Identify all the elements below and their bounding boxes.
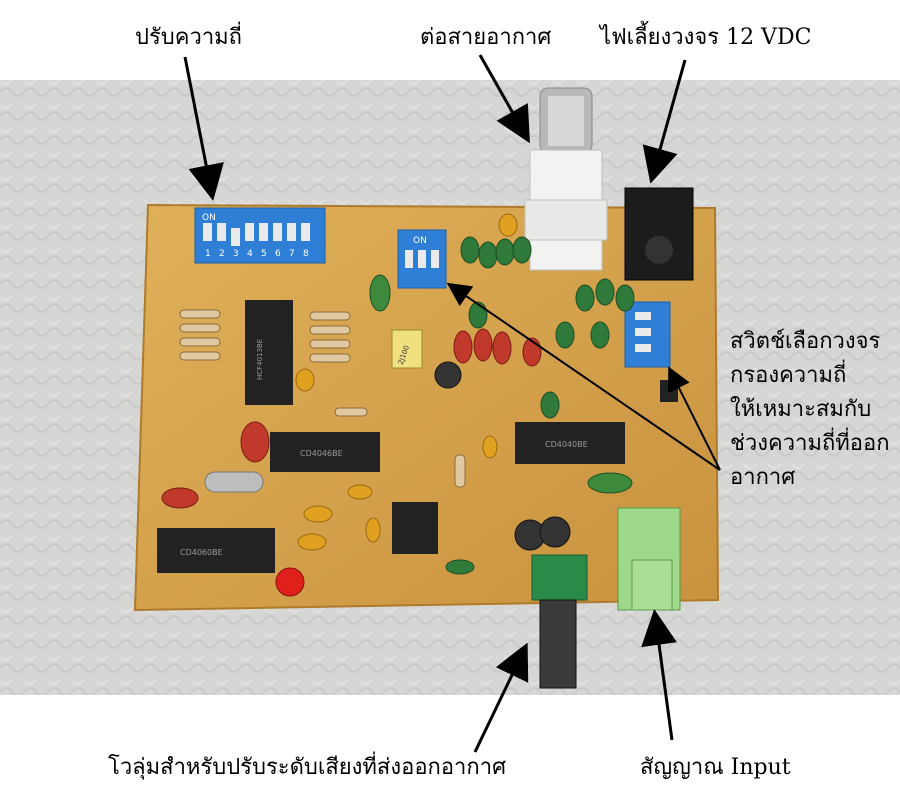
dip-switch-3-top: ON xyxy=(397,229,447,289)
label-antenna-connect: ต่อสายอากาศ xyxy=(420,25,552,50)
label-filter-switch-line-4: ช่วงความถี่ที่ออก xyxy=(730,431,890,456)
crystal-oscillator xyxy=(204,471,264,493)
label-filter-switch-line-2: กรองความถี่ xyxy=(730,363,847,388)
audio-input-jack xyxy=(617,507,681,611)
box-capacitor: 2J100 xyxy=(391,329,423,369)
label-filter-switch-line-1: สวิตช์เลือกวงจร xyxy=(730,329,881,354)
label-power-supply: ไฟเลี้ยงวงจร 12 VDC xyxy=(600,25,812,50)
red-led xyxy=(275,567,305,597)
label-filter-switch-line-3: ให้เหมาะสมกับ xyxy=(730,397,872,422)
svg-text:ON: ON xyxy=(202,213,216,223)
ic-chip-middle-left: CD4046BE xyxy=(270,432,380,472)
svg-text:CD4046BE: CD4046BE xyxy=(300,449,343,458)
svg-text:5: 5 xyxy=(261,249,267,259)
svg-text:CD4040BE: CD4040BE xyxy=(545,440,588,449)
inductor-right xyxy=(587,472,633,494)
volume-potentiometer xyxy=(531,554,588,689)
label-signal-input: สัญญาณ Input xyxy=(640,755,791,780)
svg-text:HCF4013BE: HCF4013BE xyxy=(256,339,264,380)
label-filter-switch-line-5: อากาศ xyxy=(730,465,796,490)
svg-text:CD4060BE: CD4060BE xyxy=(180,548,223,557)
svg-text:8: 8 xyxy=(303,249,309,259)
svg-text:ON: ON xyxy=(413,236,427,246)
ic-chip-middle-right: CD4040BE xyxy=(515,422,625,464)
ic-chip-small xyxy=(392,502,438,554)
dc-power-jack xyxy=(624,187,694,281)
inductor-left xyxy=(369,274,391,312)
svg-text:1: 1 xyxy=(205,249,211,259)
label-filter-switch: สวิตช์เลือกวงจร กรองความถี่ ให้เหมาะสมกั… xyxy=(730,325,890,495)
label-frequency-adjust: ปรับความถี่ xyxy=(135,25,242,50)
svg-text:4: 4 xyxy=(247,249,253,259)
ic-chip-top-left: HCF4013BE xyxy=(245,300,293,405)
transistors xyxy=(660,380,678,402)
svg-text:2: 2 xyxy=(219,249,225,259)
resistors-left xyxy=(179,309,466,488)
svg-text:7: 7 xyxy=(289,249,295,259)
label-volume-control: โวลุ่มสำหรับปรับระดับเสียงที่ส่งออกอากาศ xyxy=(108,755,507,780)
ic-chip-bottom-left: CD4060BE xyxy=(157,528,275,573)
svg-text:3: 3 xyxy=(233,249,239,259)
bnc-connector xyxy=(524,87,608,271)
svg-text:6: 6 xyxy=(275,249,281,259)
dip-switch-3-right xyxy=(624,301,671,368)
